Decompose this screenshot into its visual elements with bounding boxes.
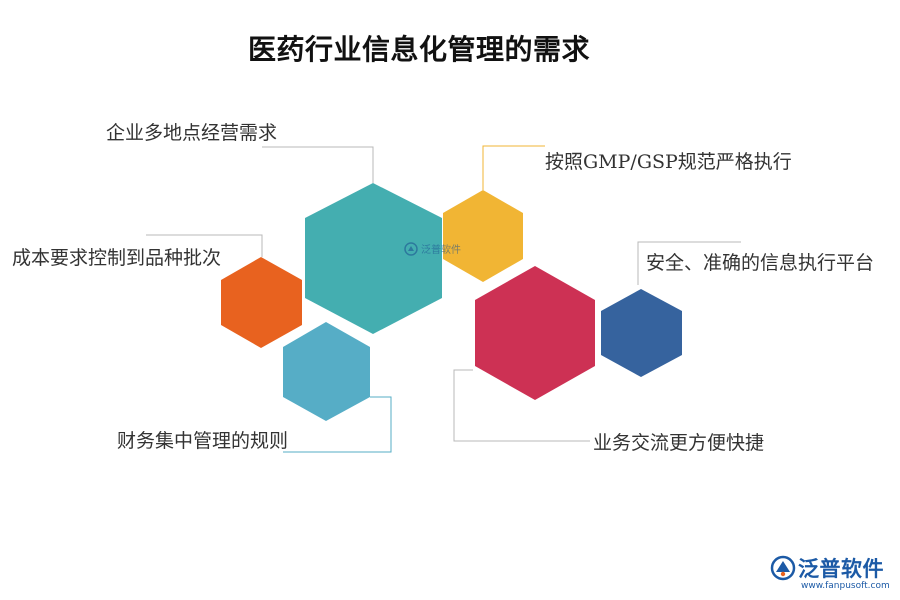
label-cost-control: 成本要求控制到品种批次	[12, 247, 222, 269]
page-title: 医药行业信息化管理的需求	[248, 33, 591, 66]
label-gmp-gsp: 按照GMP/GSP规范严格执行	[545, 151, 792, 173]
connector-line-4	[637, 241, 741, 285]
label-secure-platform: 安全、准确的信息执行平台	[646, 252, 875, 274]
label-finance-rules: 财务集中管理的规则	[117, 430, 289, 452]
label-multi-location: 企业多地点经营需求	[106, 122, 278, 144]
connector-line-5	[283, 396, 392, 453]
connector-line-2	[482, 145, 545, 190]
hexagon-yellow	[443, 190, 523, 282]
watermark-text: 泛普软件	[421, 245, 461, 256]
label-business-exchange: 业务交流更方便快捷	[593, 432, 765, 454]
hexagon-teal	[305, 183, 442, 334]
connector-line-6	[453, 369, 590, 442]
hexagon-light-blue	[283, 322, 370, 421]
brand-name: 泛普软件	[798, 557, 884, 581]
connector-line-1	[262, 146, 374, 183]
brand-logo: 泛普软件 www.fanpusoft.com	[770, 553, 895, 593]
hexagon-navy	[601, 289, 682, 377]
fanpu-logo-icon	[770, 555, 796, 581]
center-watermark: 泛普软件	[404, 241, 461, 256]
hexagon-orange	[221, 257, 302, 348]
fanpu-watermark-icon	[404, 241, 418, 256]
brand-url: www.fanpusoft.com	[801, 581, 890, 591]
connector-line-3	[146, 234, 263, 257]
hexagon-red	[475, 266, 595, 400]
